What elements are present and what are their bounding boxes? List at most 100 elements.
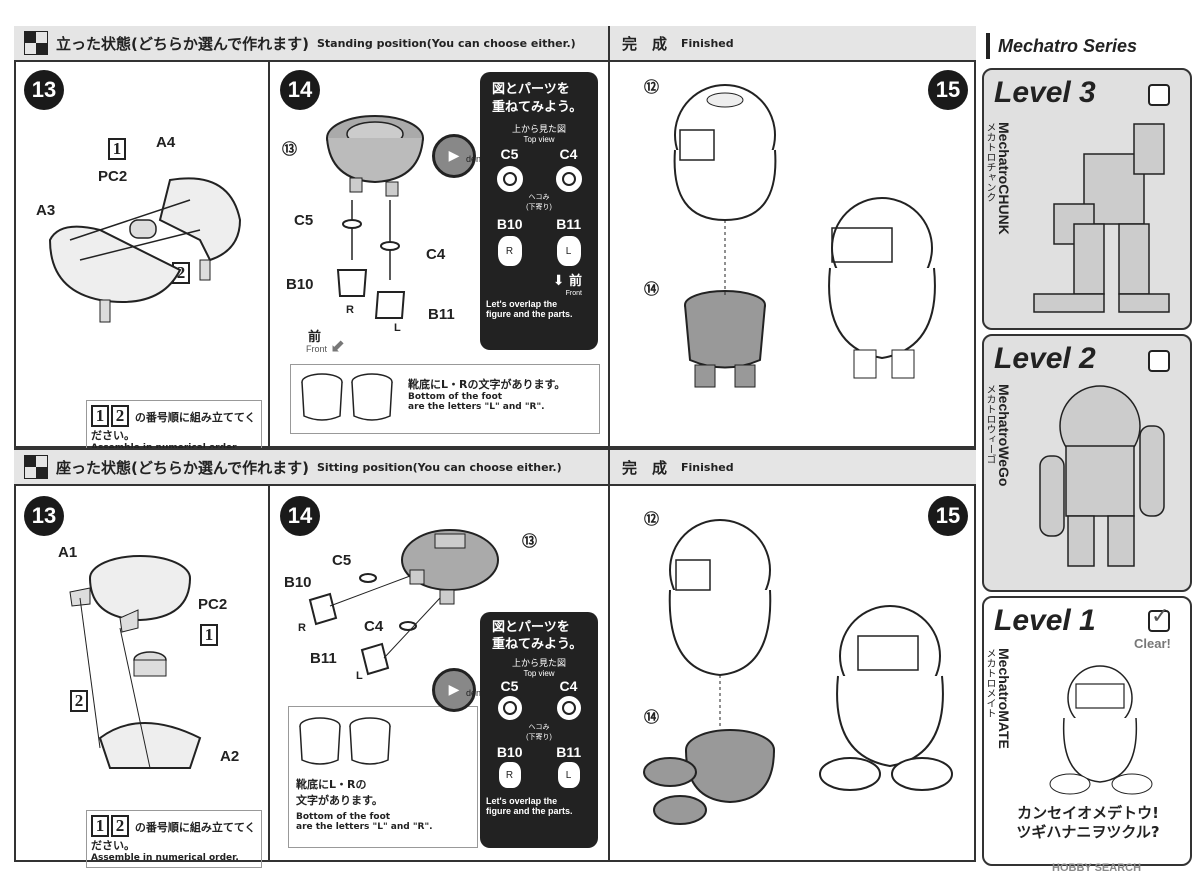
front-label-en: Front [306,344,328,354]
sitting-head-illustration [308,529,499,676]
level-2-name: MechatroWeGo [996,384,1012,487]
level-3-checkbox[interactable] [1148,84,1170,106]
ring-b11-l: L [565,245,572,257]
card-c4: C4 [559,146,578,162]
overlap-card: 図とパーツを 重ねてみよう。 上から見た図 Top view C5 C4 ヘコみ… [480,72,598,350]
card-c4: C4 [559,678,578,694]
foot-soles-icon [299,717,391,765]
foot-note: 靴底にL・Rの 文字があります。 Bottom of the foot are … [296,776,476,832]
ring-c4-icon [554,694,583,722]
checker-icon [24,31,48,55]
part-label-c4: C4 [364,618,384,635]
level-2-title: Level 2 [994,342,1096,375]
ring-b10-icon: R [496,760,523,790]
mechatro-chunk-illustration [1033,123,1170,313]
part-label-a2: A2 [220,748,240,765]
level-1-checkbox[interactable]: ✓ [1148,604,1170,632]
order-note-jp: の番号順に組み立ててください。 [91,821,256,852]
finished-jp: 完 成 [622,34,668,53]
foot-parts-illustration [336,200,406,319]
top-view-en: Top view [523,669,555,678]
part-label-c5: C5 [294,212,314,229]
top-view-jp: 上から見た図 [511,658,566,668]
mechatro-wego-illustration [1039,385,1165,567]
sitting-robot-finished-illustration [819,605,953,791]
slogan: カンセイオメデトウ! ツギハナニヲツクル? [988,804,1188,842]
dent-label: dent [466,154,484,164]
foot-note-box [288,706,478,848]
order-box-2: 2 [111,405,129,427]
order-note: 1 2 の番号順に組み立ててください。 Assemble in numerica… [86,810,262,868]
ring-c5-icon [495,694,524,722]
robot-exploded-illustration [673,84,777,388]
down-arrow-icon: ⬇ [552,272,565,288]
order-note-jp: の番号順に組み立ててください。 [91,411,256,442]
overlap-title-2: 重ねてみよう。 [492,636,583,651]
standing-title-jp: 立った状態(どちらか選んで作れます) [56,34,309,53]
front-arrow-icon: ⬋ [330,336,346,357]
foot-note-en-1: Bottom of the foot [408,392,503,402]
part-label-b10: B10 [284,574,312,591]
card-bottom-1: Let's overlap the [486,796,558,806]
ring-c4-icon [553,164,584,194]
check-mark-icon: ✓ [1151,604,1170,629]
card-bottom-1: Let's overlap the [486,299,558,309]
step-14-badge: 14 [280,496,320,536]
standing-finished-header: 完 成 Finished [608,26,976,62]
dent-label: dent [466,688,484,698]
watermark: HOBBY SEARCH [1052,862,1142,874]
order-box-1: 1 [200,624,218,646]
ring-b11-icon: L [554,234,583,268]
level-2-checkbox[interactable] [1148,350,1170,372]
sitting-finished-header: 完 成 Finished [608,450,976,486]
level-2-kana: メカトロウィーゴ [984,384,995,464]
top-view-jp: 上から見た図 [511,124,566,134]
order-box-2: 2 [70,690,88,712]
card-c5: C5 [500,678,519,694]
foot-note-en-1: Bottom of the foot [296,812,391,822]
order-note-en: Assemble in numerical order. [91,853,239,863]
step-13-badge: 13 [24,70,64,110]
part-label-c5: C5 [332,552,352,569]
series-title: Mechatro Series [998,35,1138,56]
level-1-name: MechatroMATE [996,648,1012,749]
part-label-l: L [394,322,401,334]
sitting-title-en: Sitting position(You can choose either.) [316,460,562,474]
level-2-card: Level 2 MechatroWeGo メカトロウィーゴ [982,334,1192,592]
mechatro-mate-illustration [1049,665,1153,795]
card-b10: B10 [496,744,523,760]
part-label-a1: A1 [58,544,78,561]
head-dome-illustration [326,115,424,197]
step-15-badge: 15 [928,496,968,536]
order-box-1: 1 [108,138,126,160]
sitting-robot-exploded-illustration [643,519,775,825]
level-1-clear: Clear! [1134,636,1171,651]
card-b10: B10 [496,216,523,232]
overlap-card: 図とパーツを 重ねてみよう。 上から見た図 Top view C5 C4 ヘコみ… [480,612,598,848]
part-label-a4: A4 [156,134,176,151]
part-label-pc2: PC2 [198,596,228,613]
dent-zoom-icon: ▶ [432,134,476,178]
dent-jp-1: ヘコみ [528,194,550,201]
level-3-name: MechatroCHUNK [996,122,1012,235]
part-ref-13: ⑬ [522,533,538,550]
part-label-a3: A3 [36,202,56,219]
part-label-l: L [356,670,363,682]
robot-finished-illustration [828,197,936,379]
card-b11: B11 [556,744,582,760]
part-ref-14: ⑭ [644,281,660,298]
divider [608,486,610,862]
sitting-header: 座った状態(どちらか選んで作れます) Sitting position(You … [14,450,608,486]
divider [268,486,270,862]
standing-header: 立った状態(どちらか選んで作れます) Standing position(You… [14,26,608,62]
order-box-1: 1 [91,405,109,427]
part-label-b11: B11 [428,306,455,323]
level-1-card: Level 1 ✓ Clear! MechatroMATE メカトロメイト カン… [982,596,1192,866]
part-label-b10: B10 [286,276,314,293]
part-label-b11: B11 [310,650,337,667]
overlap-title-2: 重ねてみよう。 [492,99,583,114]
ring-b11-icon: L [555,760,582,790]
series-header: Mechatro Series [986,30,1190,62]
card-front-en: Front [565,290,582,297]
dent-jp-1: ヘコみ [528,724,550,731]
